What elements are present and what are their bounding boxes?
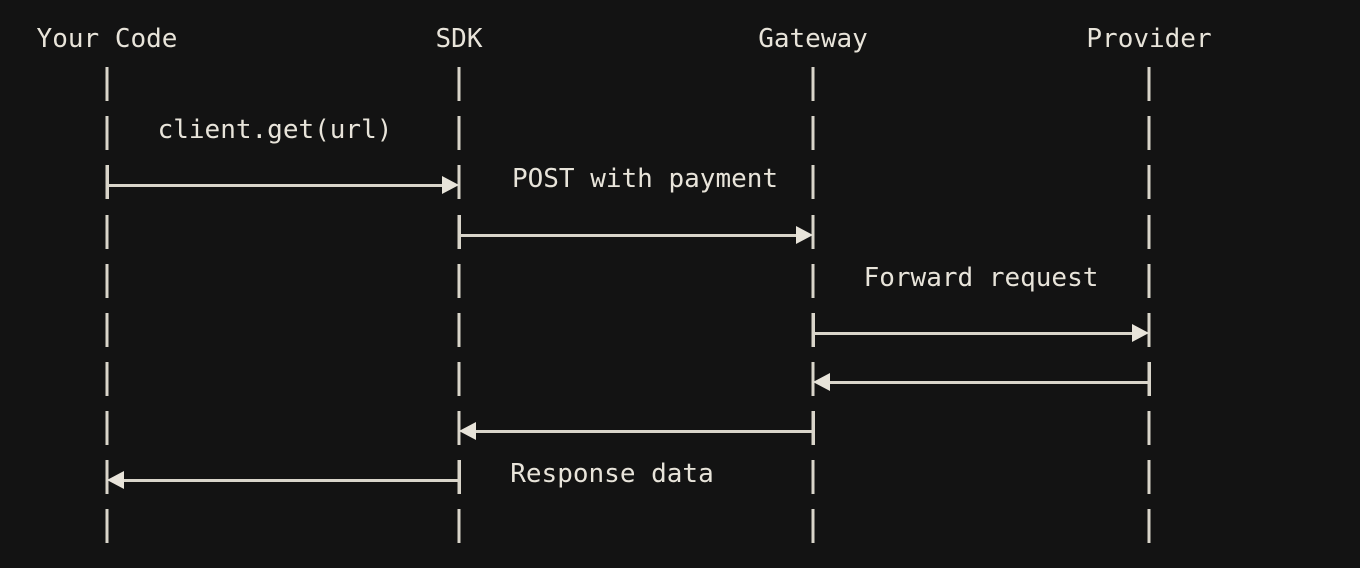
message-client-get-arrowhead bbox=[442, 176, 459, 194]
message-provider-response-arrowhead bbox=[813, 373, 830, 391]
lifeline-tick-your-code bbox=[105, 264, 109, 298]
message-response-data-arrowhead bbox=[107, 471, 124, 489]
participant-label-your-code: Your Code bbox=[36, 24, 178, 54]
participant-label-sdk: SDK bbox=[435, 24, 483, 54]
participant-label-gateway: Gateway bbox=[758, 24, 868, 54]
lifeline-tick-sdk bbox=[457, 313, 461, 347]
lifeline-tick-your-code bbox=[105, 215, 109, 249]
lifeline-tick-your-code bbox=[105, 313, 109, 347]
lifeline-tick-your-code bbox=[105, 509, 109, 543]
lifeline-tick-sdk bbox=[457, 264, 461, 298]
message-forward-request-label: Forward request bbox=[863, 263, 1099, 293]
lifeline-tick-your-code bbox=[105, 411, 109, 445]
message-forward-request-arrowhead bbox=[1132, 324, 1149, 342]
message-post-with-payment-label: POST with payment bbox=[511, 164, 779, 194]
lifeline-tick-your-code bbox=[105, 116, 109, 150]
lifeline-tick-sdk bbox=[457, 509, 461, 543]
lifeline-tick-gateway bbox=[811, 509, 815, 543]
message-post-with-payment-tail bbox=[458, 215, 461, 249]
lifeline-tick-provider bbox=[1147, 215, 1151, 249]
lifeline-tick-sdk bbox=[457, 67, 461, 101]
message-gateway-response-line bbox=[476, 430, 813, 433]
lifeline-tick-provider bbox=[1147, 67, 1151, 101]
message-client-get-tail bbox=[106, 165, 109, 199]
lifeline-tick-gateway bbox=[811, 165, 815, 199]
lifeline-tick-your-code bbox=[105, 67, 109, 101]
lifeline-tick-provider bbox=[1147, 116, 1151, 150]
lifeline-tick-provider bbox=[1147, 313, 1151, 347]
lifeline-tick-sdk bbox=[457, 165, 461, 199]
message-provider-response-line bbox=[830, 381, 1149, 384]
lifeline-tick-provider bbox=[1147, 165, 1151, 199]
lifeline-tick-sdk bbox=[457, 362, 461, 396]
lifeline-tick-gateway bbox=[811, 67, 815, 101]
lifeline-tick-provider bbox=[1147, 264, 1151, 298]
message-client-get-label: client.get(url) bbox=[157, 115, 393, 145]
message-response-data-line bbox=[124, 479, 459, 482]
message-response-data-tail bbox=[458, 460, 461, 494]
message-client-get-line bbox=[107, 184, 442, 187]
lifeline-tick-gateway bbox=[811, 215, 815, 249]
message-gateway-response-tail bbox=[812, 411, 815, 445]
lifeline-tick-provider bbox=[1147, 411, 1151, 445]
lifeline-tick-gateway bbox=[811, 116, 815, 150]
message-post-with-payment-arrowhead bbox=[796, 226, 813, 244]
message-provider-response-tail bbox=[1148, 362, 1151, 396]
lifeline-tick-provider bbox=[1147, 460, 1151, 494]
message-post-with-payment-line bbox=[459, 234, 796, 237]
lifeline-tick-sdk bbox=[457, 116, 461, 150]
message-forward-request-line bbox=[813, 332, 1132, 335]
participant-label-provider: Provider bbox=[1086, 24, 1212, 54]
lifeline-tick-gateway bbox=[811, 460, 815, 494]
lifeline-tick-your-code bbox=[105, 362, 109, 396]
lifeline-tick-provider bbox=[1147, 509, 1151, 543]
message-response-data-label: Response data bbox=[510, 459, 714, 489]
message-gateway-response-arrowhead bbox=[459, 422, 476, 440]
message-forward-request-tail bbox=[812, 313, 815, 347]
lifeline-tick-gateway bbox=[811, 264, 815, 298]
